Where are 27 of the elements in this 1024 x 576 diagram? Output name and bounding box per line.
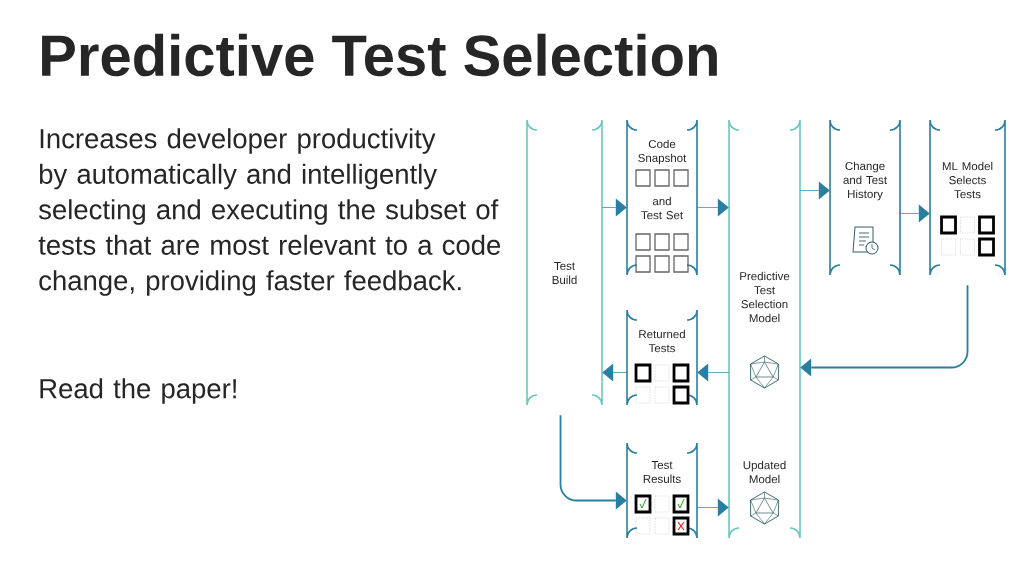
bracket-box: Test Results xyxy=(626,442,698,539)
node-label: ML Model Selects Tests xyxy=(942,161,993,199)
bracket-box: ML Model Selects Tests xyxy=(929,119,1006,276)
body-paragraph: Read the paper! xyxy=(40,378,236,404)
node-label: Updated Model xyxy=(743,460,786,484)
arrow xyxy=(696,498,729,517)
bracket-box: Returned Tests xyxy=(626,309,698,406)
arrow xyxy=(559,414,627,510)
body-paragraph: Increases developer productivity by automatically and intelligently selecting and executing the subset of tests that are most relevant to a code change, providing faster feedback. xyxy=(38,128,501,296)
slide-title: Predictive Test Selection xyxy=(42,33,717,77)
node-label: Change and Test History xyxy=(843,161,887,201)
arrow xyxy=(800,284,969,377)
node-label: Predictive Test Selection Model xyxy=(740,271,790,323)
bracket-box: Change and Test History xyxy=(829,119,901,276)
arrow xyxy=(602,363,628,382)
arrow xyxy=(899,204,930,223)
node-label: Returned Tests xyxy=(639,329,685,353)
arrow xyxy=(696,198,729,217)
node-label: Test Results xyxy=(643,461,681,484)
bracket-box: Predictive Test Selection Model Updated Model xyxy=(728,119,801,539)
arrow xyxy=(799,181,830,200)
bracket-box: Test Build xyxy=(526,119,603,406)
arrow xyxy=(601,198,627,217)
node-label: and Test Set xyxy=(641,196,684,220)
node-label: Code Snapshot xyxy=(638,139,687,165)
arrow xyxy=(697,363,730,382)
bracket-box: Code Snapshot and Test Set xyxy=(626,119,698,276)
